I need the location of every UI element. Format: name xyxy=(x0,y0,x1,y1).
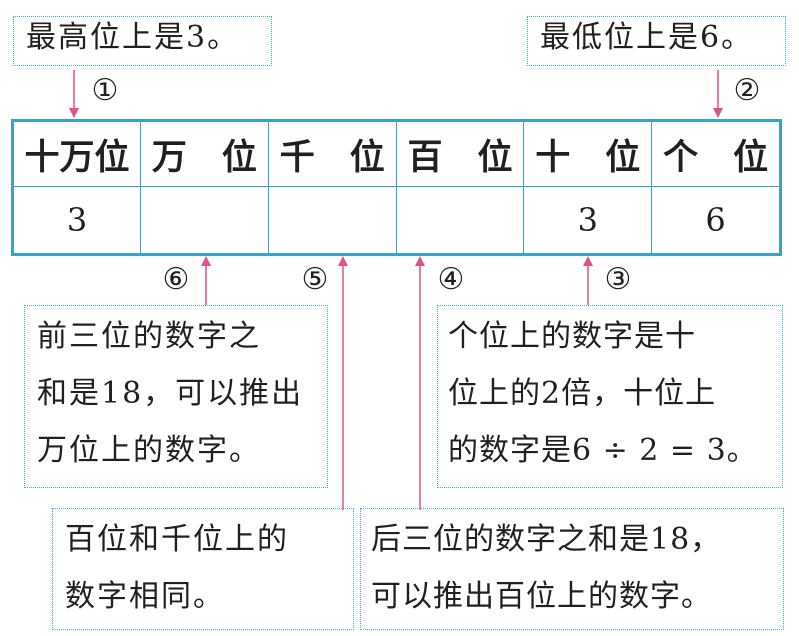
callout-first-three-sum: 前三位的数字之 和是18，可以推出 万位上的数字。 xyxy=(24,305,328,488)
callout-first-three-sum-line: 和是18，可以推出 xyxy=(37,376,304,411)
marker-2: ② xyxy=(733,73,761,108)
digit-hundred-thousands: 3 xyxy=(11,186,142,255)
header-hundred-thousands: 十万位 xyxy=(11,120,142,187)
header-tens: 十 位 xyxy=(523,120,653,187)
callout-same-digits-line: 百位和千位上的 xyxy=(65,522,289,557)
callout-first-three-sum-line: 万位上的数字。 xyxy=(37,433,261,468)
header-ones: 个 位 xyxy=(651,120,781,187)
callout-lowest-digit-text: 最低位上是6。 xyxy=(540,20,754,55)
callout-ones-tens-line: 个位上的数字是十 xyxy=(448,319,696,354)
header-thousands: 千 位 xyxy=(267,120,397,187)
callout-highest-digit: 最高位上是3。 xyxy=(13,16,272,66)
marker-6: ⑥ xyxy=(162,262,190,297)
callout-lowest-digit: 最低位上是6。 xyxy=(527,16,786,66)
callout-first-three-sum-line: 前三位的数字之 xyxy=(37,319,261,354)
callout-last-three-sum-line: 可以推出百位上的数字。 xyxy=(371,579,712,614)
digit-tens: 3 xyxy=(523,186,653,255)
callout-hundreds-thousands-same: 百位和千位上的 数字相同。 xyxy=(52,508,354,630)
table-digit-row: 3 3 6 xyxy=(11,186,781,255)
place-value-table: 十万位 万 位 千 位 百 位 十 位 个 位 3 3 6 xyxy=(11,119,782,256)
callout-ones-tens-line: 位上的2倍，十位上 xyxy=(448,376,717,411)
digit-hundreds xyxy=(395,186,525,255)
callout-ones-tens-relation: 个位上的数字是十 位上的2倍，十位上 的数字是6 ÷ 2 = 3。 xyxy=(437,305,783,488)
marker-4: ④ xyxy=(437,262,465,297)
marker-1: ① xyxy=(91,73,119,108)
callout-last-three-sum-line: 后三位的数字之和是18， xyxy=(371,522,722,557)
header-hundreds: 百 位 xyxy=(395,120,525,187)
callout-last-three-sum: 后三位的数字之和是18， 可以推出百位上的数字。 xyxy=(360,508,784,630)
marker-5: ⑤ xyxy=(301,262,329,297)
header-ten-thousands: 万 位 xyxy=(140,120,269,187)
callout-highest-digit-text: 最高位上是3。 xyxy=(26,20,240,55)
digit-ten-thousands xyxy=(140,186,269,255)
callout-ones-tens-line: 的数字是6 ÷ 2 = 3。 xyxy=(448,433,758,468)
digit-ones: 6 xyxy=(651,186,781,255)
marker-3: ③ xyxy=(604,262,632,297)
callout-same-digits-line: 数字相同。 xyxy=(65,579,225,614)
table-header-row: 十万位 万 位 千 位 百 位 十 位 个 位 xyxy=(11,120,781,187)
digit-thousands xyxy=(267,186,397,255)
